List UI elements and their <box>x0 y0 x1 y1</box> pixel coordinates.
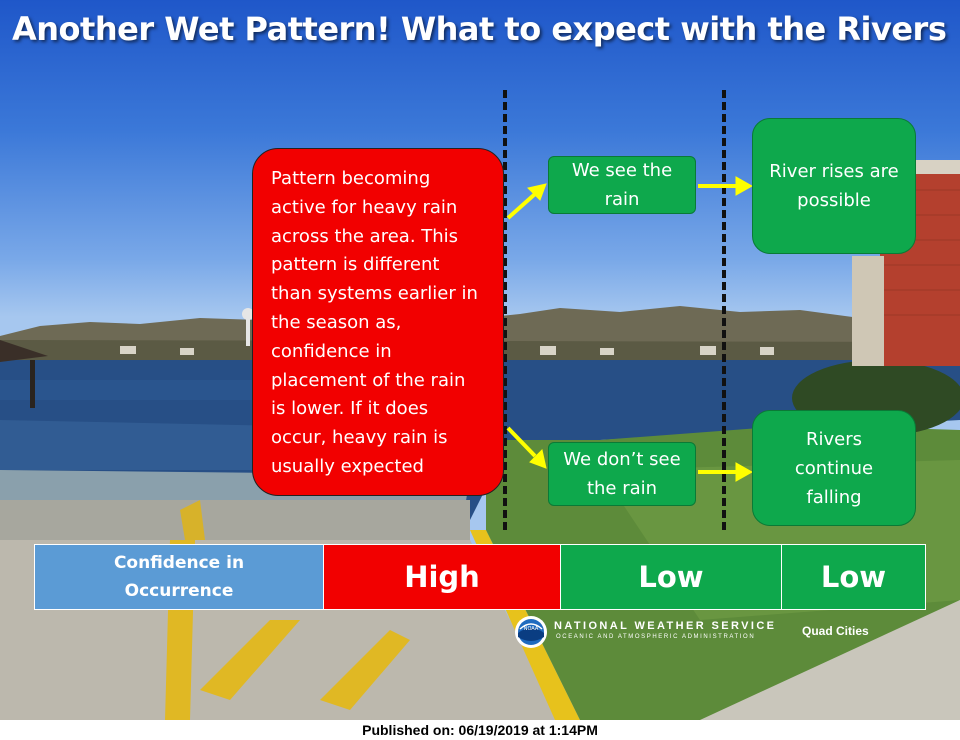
svg-text:NOAA: NOAA <box>524 626 539 632</box>
dashed-divider-left <box>503 90 507 530</box>
nws-office-name: Quad Cities <box>802 624 869 638</box>
scenario-see-rain: We see the rain <box>548 156 696 214</box>
outcome-river-rises: River rises are possible <box>752 118 916 254</box>
page-title: Another Wet Pattern! What to expect with… <box>12 10 947 48</box>
confidence-value-low-2: Low <box>781 544 926 610</box>
confidence-label: Confidence in Occurrence <box>34 544 324 610</box>
nws-agency-name: NATIONAL WEATHER SERVICE <box>554 620 777 632</box>
dashed-divider-right <box>722 90 726 530</box>
confidence-value-high: High <box>323 544 561 610</box>
pattern-description-box: Pattern becoming active for heavy rain a… <box>252 148 504 496</box>
confidence-table: Confidence in Occurrence High Low Low <box>34 544 926 610</box>
noaa-emblem-icon: NOAA <box>515 616 547 648</box>
nws-logo: NOAA NATIONAL WEATHER SERVICE OCEANIC AN… <box>514 614 894 650</box>
outcome-rivers-falling: Rivers continue falling <box>752 410 916 526</box>
nws-sub-name: OCEANIC AND ATMOSPHERIC ADMINISTRATION <box>556 634 756 640</box>
confidence-value-low-1: Low <box>560 544 782 610</box>
scenario-no-rain: We don’t see the rain <box>548 442 696 506</box>
published-footer: Published on: 06/19/2019 at 1:14PM <box>0 720 960 740</box>
confidence-row: Confidence in Occurrence High Low Low <box>34 544 926 610</box>
